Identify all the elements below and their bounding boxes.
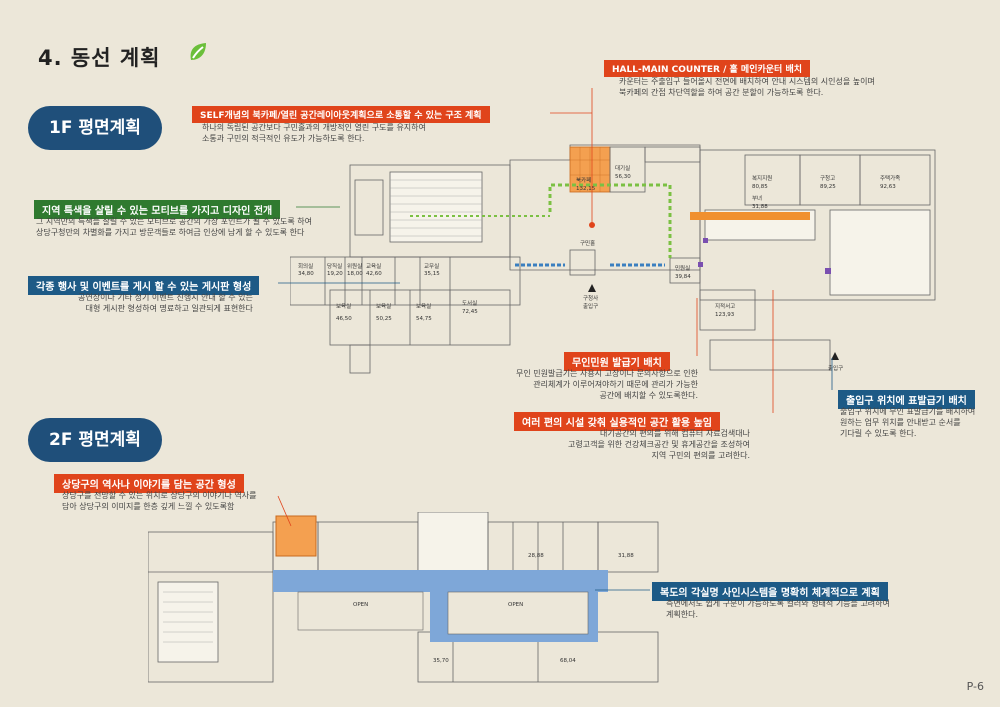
floor-2f-badge: 2F 평면계획 bbox=[28, 418, 162, 462]
floor-plan-1f: 북카페 132,15 대기실 56,30 구민홀 구청사 출입구 회의실 34,… bbox=[290, 144, 936, 374]
annotation-desc-events: 공연장이나 기타 정기 이벤트 진행시 안내 할 수 있는 대형 게시판 형성하… bbox=[78, 293, 253, 313]
room-label: 도서실 bbox=[462, 299, 477, 307]
annotation-tag-convenience: 여러 편의 시설 갖춰 실용적인 공간 활용 높임 bbox=[514, 412, 720, 431]
room-area: 56,30 bbox=[615, 174, 631, 180]
room-label: 대기실 bbox=[615, 164, 630, 172]
room-area: 39,84 bbox=[675, 274, 691, 280]
annotation-desc-hall-counter: 카운터는 주출입구 들어올시 전면에 배치하여 안내 시스템의 시인성을 높이며… bbox=[619, 77, 875, 97]
room-label: 지적서고 bbox=[715, 302, 735, 310]
floor-plan-2f: OPEN OPEN 35,70 68,04 28,88 31,88 bbox=[148, 512, 659, 683]
annotation-tag-events: 각종 행사 및 이벤트를 게시 할 수 있는 게시판 형성 bbox=[28, 276, 260, 295]
room-label: 출입구 bbox=[583, 302, 598, 310]
room-label: 보육실 bbox=[336, 302, 351, 310]
room-area: 132,15 bbox=[576, 186, 596, 192]
room-area: 50,25 bbox=[376, 316, 392, 322]
room-label: 보육실 bbox=[416, 302, 431, 310]
room-label: 회의실 bbox=[298, 262, 313, 270]
room-area: 35,15 bbox=[424, 271, 440, 277]
room-label: 교무실 bbox=[424, 262, 439, 270]
annotation-tag-entrance-kiosk: 출입구 위치에 표발급기 배치 bbox=[838, 390, 975, 409]
annotation-tag-unmanned: 무인민원 발급기 배치 bbox=[564, 352, 670, 371]
leaf-icon bbox=[190, 43, 206, 60]
annotation-desc-unmanned: 무인 민원발급기는 사용시 고장이나 문의사항으로 인한 관리체계가 이루어져야… bbox=[516, 369, 698, 400]
room-label: 복지지원 bbox=[752, 174, 772, 182]
annotation-tag-motif: 지역 특색을 살릴 수 있는 모티브를 가지고 디자인 전개 bbox=[34, 200, 281, 219]
room-area: 18,00 bbox=[347, 271, 363, 277]
floor-1f-badge: 1F 평면계획 bbox=[28, 106, 162, 150]
room-label: 구청고 bbox=[820, 175, 835, 182]
room-label: 구청사 bbox=[583, 294, 598, 302]
room-area: 28,88 bbox=[528, 553, 544, 559]
room-label: 보육실 bbox=[376, 302, 391, 310]
room-area: 89,25 bbox=[820, 184, 836, 190]
open-area-label: OPEN bbox=[353, 602, 368, 608]
room-area: 46,50 bbox=[336, 316, 352, 322]
room-label: 주택가족 bbox=[880, 174, 900, 182]
annotation-desc-history: 상당구를 전망할 수 있는 위치로 상당구의 이야기나 역사를 담아 상당구의 … bbox=[62, 491, 257, 511]
annotation-desc-signage: 측면에서도 쉽게 구분이 가능하도록 컬러와 형태적 기능을 고려하여 계획한다… bbox=[666, 599, 890, 619]
annotation-desc-motif: 그 지역만의 특색을 살릴 수 있는 모티브로 공간의 가장 포인트가 될 수 … bbox=[36, 217, 312, 237]
room-label: 위원실 bbox=[347, 262, 362, 270]
room-label: 교육실 bbox=[366, 262, 381, 270]
annotation-desc-entrance-kiosk: 출입구 위치에 무인 표발급기를 배치하여 원하는 업무 위치를 안내받고 순서… bbox=[840, 407, 976, 438]
room-area: 92,63 bbox=[880, 184, 896, 190]
annotation-tag-signage: 복도의 각실명 사인시스템을 명확히 체계적으로 계획 bbox=[652, 582, 888, 601]
annotation-tag-hall-counter: HALL-MAIN COUNTER / 홀 메인카운터 배치 bbox=[604, 60, 811, 77]
room-area: 35,70 bbox=[433, 658, 449, 664]
room-area: 31,88 bbox=[752, 204, 768, 210]
room-label: 구민홀 bbox=[580, 239, 595, 247]
room-area: 68,04 bbox=[560, 658, 576, 664]
room-label: 민원실 bbox=[675, 264, 690, 272]
annotation-tag-self-cafe: SELF개념의 북카페/열린 공간레이아웃계획으로 소통할 수 있는 구조 계획 bbox=[192, 106, 490, 123]
annotation-desc-self-cafe: 하나의 독립된 공간보다 구민홀과의 개방적인 열린 구도를 유지하여 소통과 … bbox=[202, 123, 426, 143]
room-area: 72,45 bbox=[462, 309, 478, 315]
annotation-tag-history: 상당구의 역사나 이야기를 담는 공간 형성 bbox=[54, 474, 244, 493]
room-label: 당직실 bbox=[327, 262, 342, 270]
room-label: 출입구 bbox=[828, 364, 843, 372]
room-area: 34,80 bbox=[298, 271, 314, 277]
page-title: 4. 동선 계획 bbox=[38, 46, 161, 70]
room-area: 19,20 bbox=[327, 271, 343, 277]
room-area: 123,93 bbox=[715, 312, 735, 318]
room-label: 북카페 bbox=[576, 176, 591, 184]
room-area: 54,75 bbox=[416, 316, 432, 322]
open-area-label: OPEN bbox=[508, 602, 523, 608]
room-label: 부녀 bbox=[752, 194, 762, 202]
room-area: 31,88 bbox=[618, 553, 634, 559]
annotation-desc-convenience: 대기공간의 편의를 위해 컴퓨터 자료검색대나 고령고객을 위한 건강체크공간 … bbox=[568, 429, 750, 460]
page-number: P-6 bbox=[966, 680, 984, 693]
room-area: 80,85 bbox=[752, 184, 768, 190]
room-area: 42,60 bbox=[366, 271, 382, 277]
